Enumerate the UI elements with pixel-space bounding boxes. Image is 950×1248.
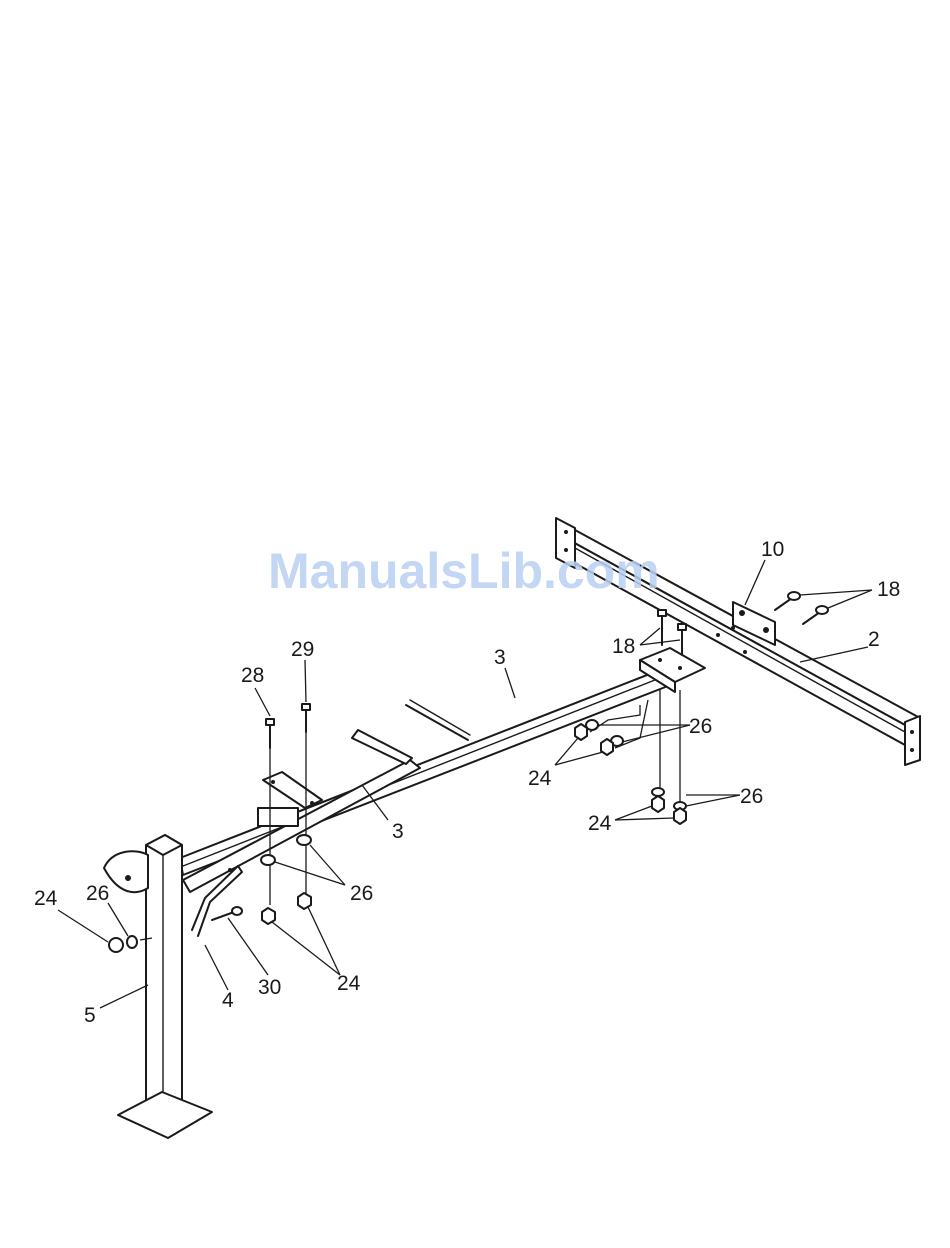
callout-18-mount: 18 xyxy=(612,635,635,658)
callout-30: 30 xyxy=(258,976,281,999)
bolt-part-28 xyxy=(266,719,274,748)
callout-26-right-upper: 26 xyxy=(689,715,712,738)
bolts-part-18-crossbar xyxy=(775,592,828,624)
callout-29: 29 xyxy=(291,638,314,661)
callout-24-right-upper: 24 xyxy=(528,767,552,790)
callout-2: 2 xyxy=(868,628,880,651)
callout-24-left: 24 xyxy=(34,887,58,910)
callout-26-center: 26 xyxy=(350,882,373,905)
callout-3-lower: 3 xyxy=(392,820,404,843)
callout-24-center: 24 xyxy=(337,972,361,995)
washers-part-26-right xyxy=(586,720,686,810)
bolt-part-30 xyxy=(212,907,242,920)
callout-24-right-lower: 24 xyxy=(588,812,612,835)
post-ear-plate xyxy=(104,851,148,892)
callout-3-upper: 3 xyxy=(494,646,506,669)
callout-26-right-lower: 26 xyxy=(740,785,763,808)
cross-rod xyxy=(406,700,470,740)
callout-4: 4 xyxy=(222,989,234,1012)
nuts-part-24-right xyxy=(575,724,686,824)
callout-5: 5 xyxy=(84,1004,96,1027)
callout-26-left: 26 xyxy=(86,882,109,905)
bolt-part-29 xyxy=(302,704,310,732)
callout-28: 28 xyxy=(241,664,264,687)
callout-10: 10 xyxy=(761,538,784,561)
callout-18-crossbar: 18 xyxy=(877,578,900,601)
watermark: ManualsLib.com xyxy=(268,543,660,599)
